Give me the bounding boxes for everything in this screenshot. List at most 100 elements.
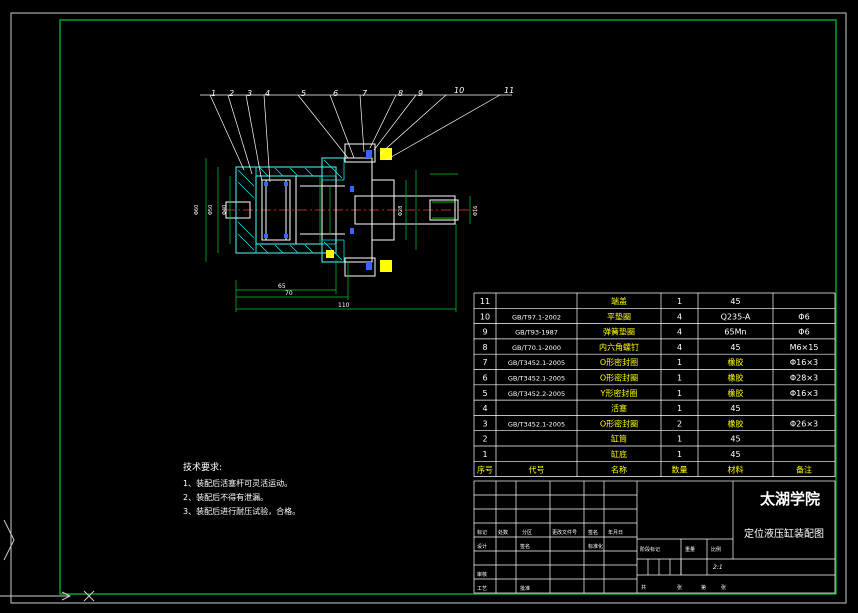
tb-sheet-2: 第	[701, 584, 706, 591]
bom-cell-mat: Q235-A	[721, 312, 751, 321]
tb-r4-0: 工艺	[477, 586, 487, 592]
bom-cell-name: 端盖	[611, 296, 627, 306]
tb-r1-2: 分区	[522, 529, 532, 536]
dim-bore: Φ40	[222, 205, 228, 215]
tb-r1-3: 更改文件号	[552, 529, 577, 536]
bom-cell-note: Φ16×3	[790, 358, 818, 367]
tb-r1-5: 年月日	[608, 529, 623, 536]
bom-cell-qty: 1	[677, 297, 682, 306]
bom-cell-qty: 1	[677, 358, 682, 367]
tb-r3-0: 审核	[477, 571, 487, 578]
balloon-8: 8	[398, 89, 403, 98]
balloon-labels: 1 2 3 4 5 6 7 8 9 10 11	[211, 86, 514, 98]
bom-cell-note: Φ26×3	[790, 419, 818, 428]
balloon-1: 1	[211, 89, 216, 98]
balloon-7: 7	[362, 89, 368, 98]
bom-cell-qty: 4	[677, 312, 682, 321]
bom-cell-note: Φ6	[798, 312, 809, 321]
bom-cell-mat: 45	[730, 435, 740, 444]
drawing-scale: 2:1	[713, 564, 723, 571]
bom-cell-note: Φ28×3	[790, 374, 818, 383]
tb-scale-label: 比例	[711, 546, 721, 553]
bom-cell-note: M6×15	[790, 343, 819, 352]
bom-cell-no: 1	[482, 450, 487, 459]
bom-cell-mat: 橡胶	[728, 373, 744, 383]
bom-header-5: 备注	[796, 464, 812, 474]
bom-cell-qty: 2	[677, 419, 682, 428]
tb-sheet-0: 共	[641, 584, 646, 591]
bom-cell-qty: 1	[677, 389, 682, 398]
balloon-3: 3	[247, 89, 252, 98]
inner-frame	[59, 19, 837, 595]
bom-cell-name: 缸底	[611, 449, 627, 459]
bom-cell-name: 内六角螺钉	[599, 342, 639, 352]
tb-weight: 重量	[685, 546, 695, 553]
dimension-labels: 65 70 110 Φ60 Φ50 Φ40 Φ16 Φ28	[194, 205, 479, 309]
bom-cell-name: 缸筒	[611, 434, 627, 444]
dim-stroke: 65	[278, 283, 286, 290]
note-1: 1、装配后活塞杆可灵活运动。	[183, 478, 292, 488]
balloon-2: 2	[229, 89, 234, 98]
bom-cell-code: GB/T3452.2-2005	[508, 390, 565, 398]
note-2: 2、装配后不得有泄漏。	[183, 492, 268, 502]
balloon-6: 6	[333, 89, 338, 98]
drawing-title: 定位液压缸装配图	[744, 527, 824, 540]
bom-cell-qty: 1	[677, 404, 682, 413]
bom-cell-name: O形密封圈	[600, 418, 638, 428]
bom-cell-code: GB/T3452.1-2005	[508, 359, 565, 367]
bom-cell-no: 11	[480, 297, 490, 306]
note-3: 3、装配后进行耐压试验，合格。	[183, 506, 300, 516]
bom-cell-qty: 1	[677, 374, 682, 383]
bom-cell-mat: 45	[730, 404, 740, 413]
bom-cell-name: 弹簧垫圈	[603, 327, 635, 337]
bom-cell-mat: 45	[730, 297, 740, 306]
bom-cell-qty: 1	[677, 435, 682, 444]
tb-stage: 阶段标记	[640, 546, 660, 553]
bom-cell-no: 6	[482, 374, 487, 383]
notes-heading: 技术要求:	[183, 461, 222, 473]
bom-cell-mat: 橡胶	[728, 418, 744, 428]
bom-cell-name: 活塞	[611, 403, 627, 413]
bom-cell-name: Y形密封圈	[600, 388, 638, 398]
bom-cell-code: GB/T3452.1-2005	[508, 420, 565, 428]
tb-r4-1: 批准	[520, 585, 530, 592]
tb-r1-1: 处数	[498, 529, 508, 536]
bom-header-4: 材料	[728, 464, 744, 474]
title-block-text: 太湖学院 定位液压缸装配图 2:1 标记 处数 分区 更改文件号 签名 年月日 …	[477, 490, 824, 592]
bom-cell-qty: 4	[677, 343, 682, 352]
dim-rod: Φ16	[473, 206, 479, 216]
ucs-icon	[0, 519, 95, 602]
bom-cell-code: GB/T70.1-2000	[512, 344, 561, 352]
tb-r1-0: 标记	[477, 529, 487, 536]
bom-cell-qty: 4	[677, 328, 682, 337]
bom-cell-mat: 45	[730, 450, 740, 459]
dim-overall: 110	[338, 302, 350, 309]
balloon-11: 11	[504, 86, 514, 95]
dim-total: 70	[285, 290, 293, 297]
tb-r2-1: 签名	[520, 543, 530, 550]
assembly-drawing	[200, 94, 512, 312]
bom-header-1: 代号	[529, 464, 545, 474]
bom-cell-name: 平垫圈	[607, 311, 631, 321]
bom-header-2: 名称	[611, 464, 627, 474]
bom-cell-mat: 橡胶	[728, 388, 744, 398]
balloon-4: 4	[265, 89, 270, 98]
balloon-10: 10	[454, 86, 464, 95]
balloon-9: 9	[418, 89, 423, 98]
balloon-5: 5	[301, 89, 306, 98]
bom-cell-note: Φ6	[798, 328, 809, 337]
dim-thread: Φ28	[398, 206, 404, 216]
bom-cell-no: 2	[482, 435, 487, 444]
bom-cell-mat: 65Mn	[724, 328, 746, 337]
bom-cell-mat: 45	[730, 343, 740, 352]
bom-header-3: 数量	[672, 464, 688, 474]
technical-notes: 技术要求: 1、装配后活塞杆可灵活运动。 2、装配后不得有泄漏。 3、装配后进行…	[183, 461, 300, 516]
bom-cell-no: 10	[480, 312, 490, 321]
bom-cell-no: 9	[482, 328, 487, 337]
tb-r1-4: 签名	[588, 529, 598, 536]
bom-cell-no: 7	[482, 358, 487, 367]
bom-cell-qty: 1	[677, 450, 682, 459]
title-block	[473, 480, 836, 594]
